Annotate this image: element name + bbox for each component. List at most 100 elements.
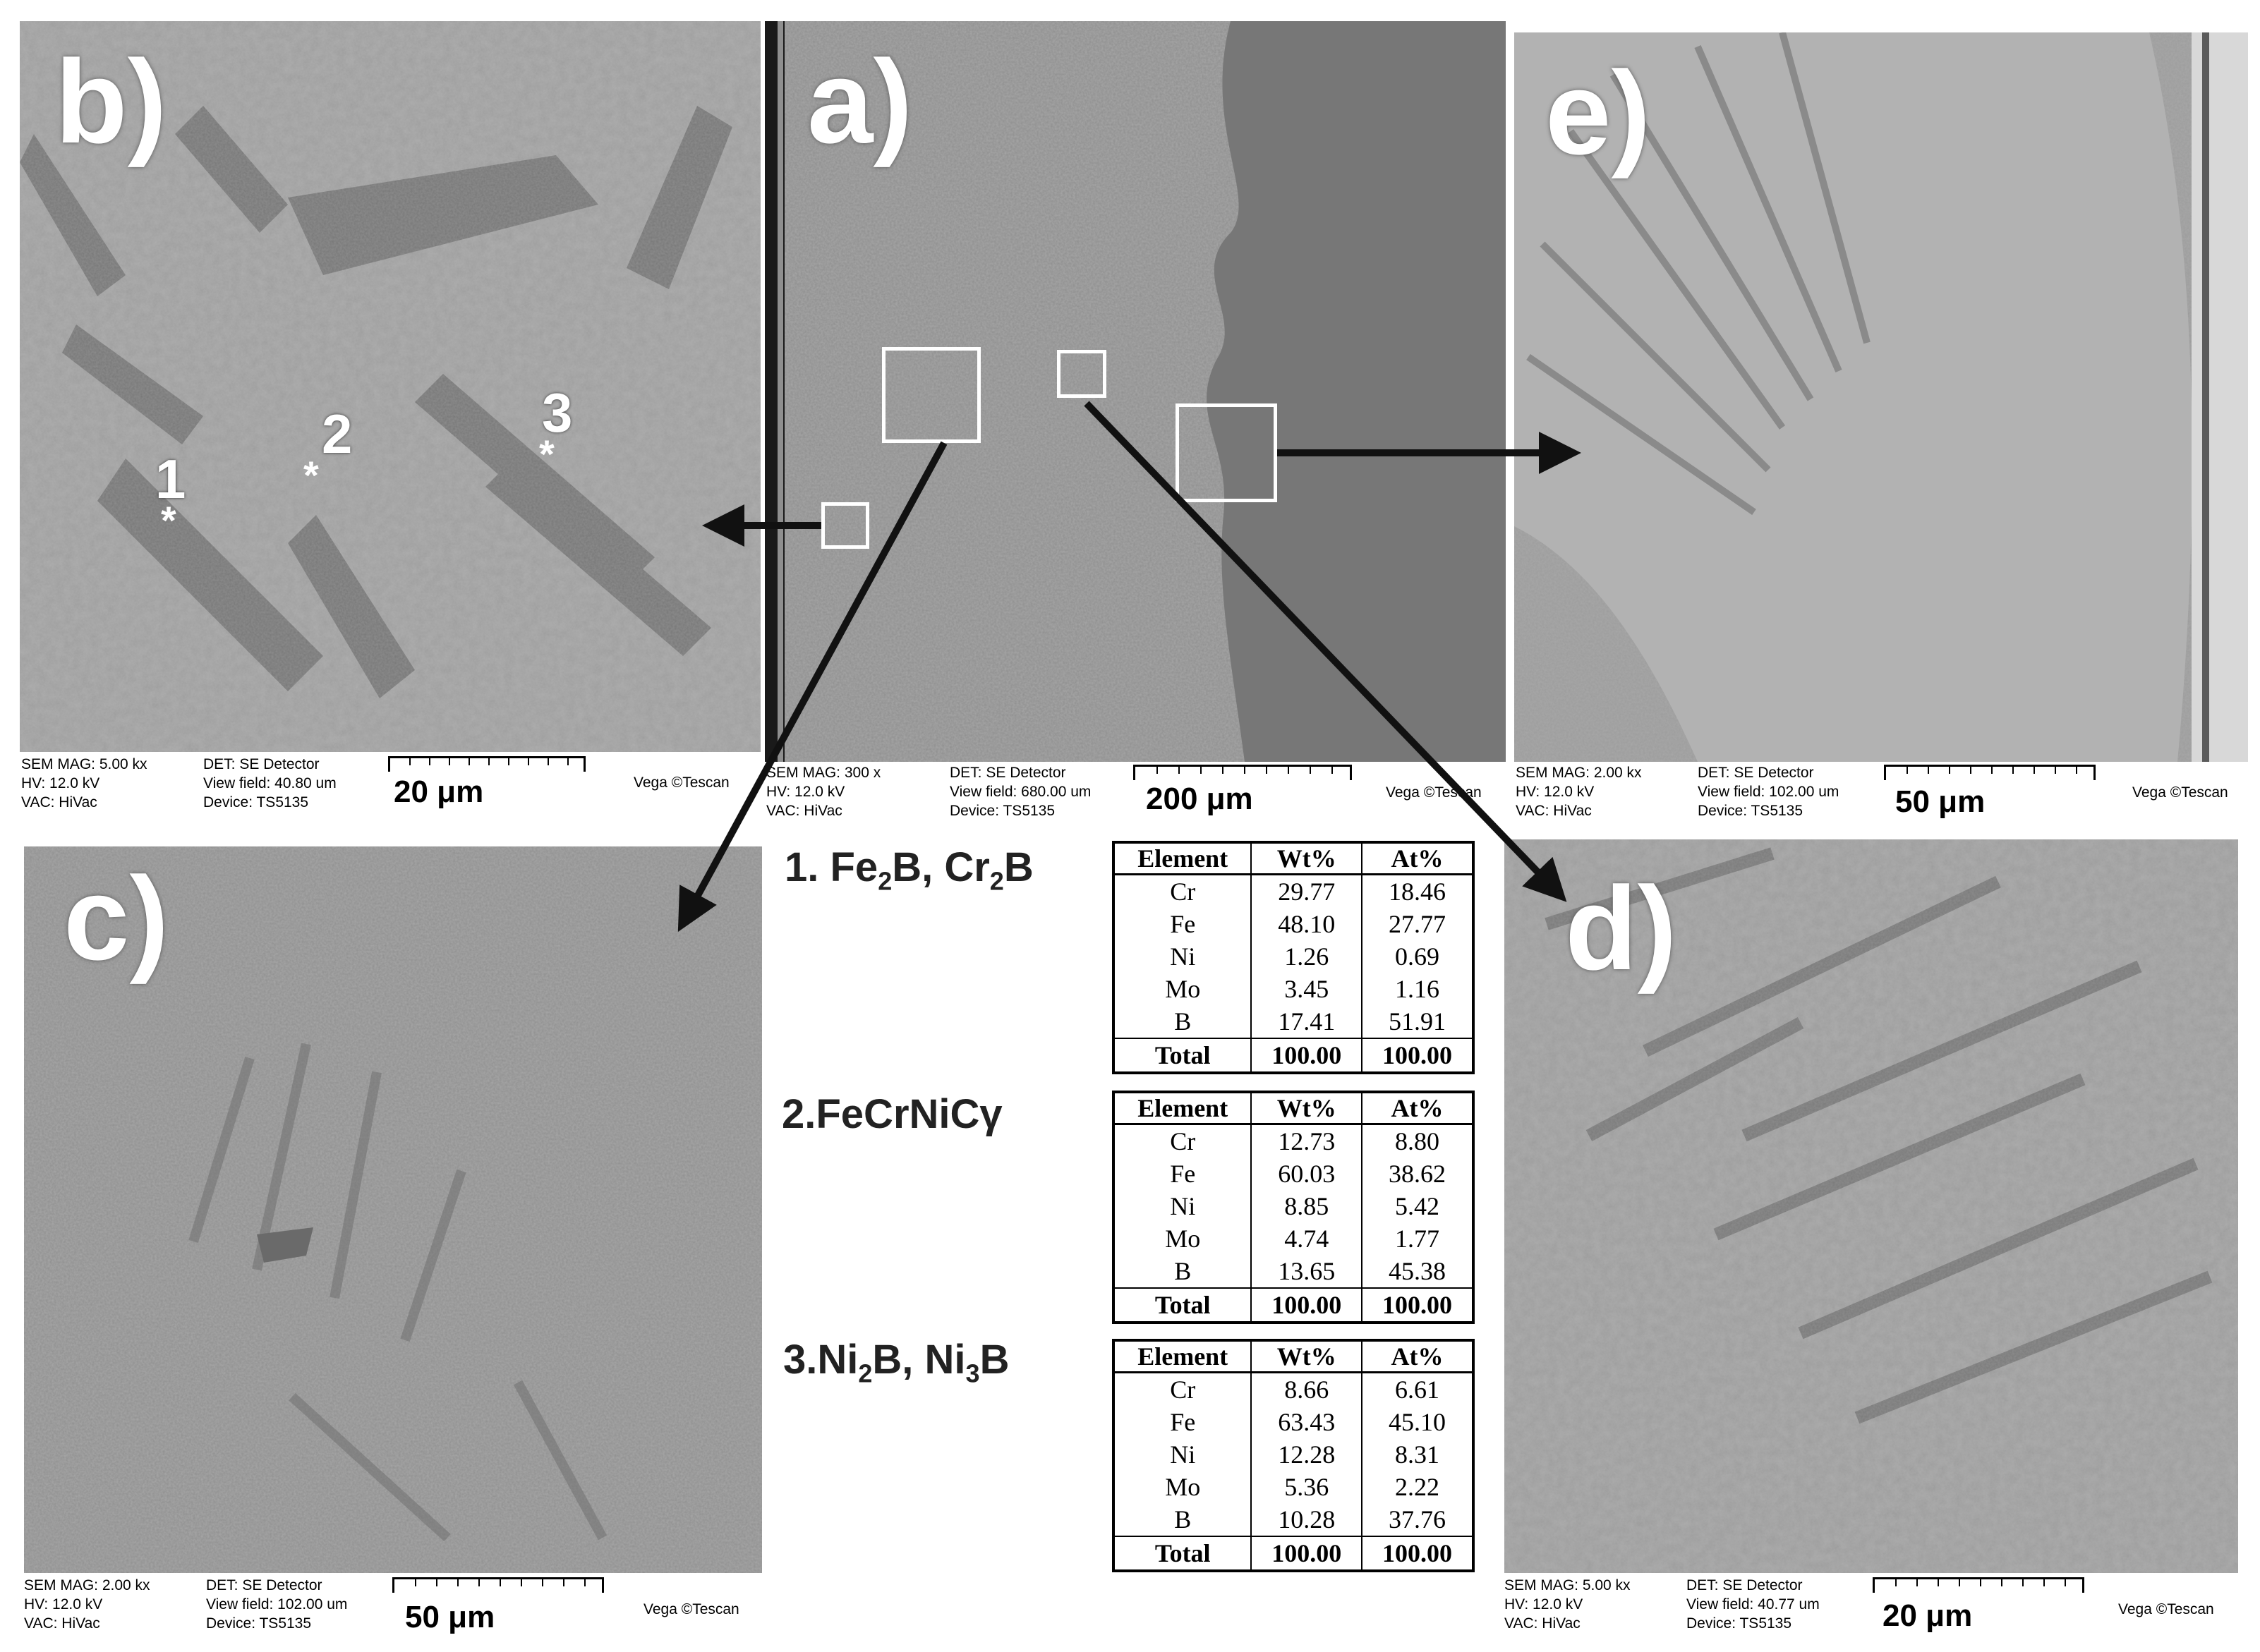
scale-tick bbox=[488, 758, 490, 765]
meta-mag: SEM MAG: 5.00 kx bbox=[1504, 1577, 1631, 1593]
table-cell: Mo bbox=[1112, 1222, 1252, 1255]
meta-det: DET: SE Detector bbox=[950, 765, 1066, 781]
table-cell: 4.74 bbox=[1250, 1222, 1363, 1255]
scale-tick bbox=[563, 1579, 564, 1586]
column-header: Element bbox=[1112, 842, 1252, 875]
table-cell: 0.69 bbox=[1361, 940, 1474, 973]
table-cell: 100.00 bbox=[1250, 1287, 1363, 1323]
table-cell: Ni bbox=[1112, 940, 1252, 973]
column-header: At% bbox=[1361, 842, 1474, 875]
table-cell: Cr bbox=[1112, 874, 1252, 908]
scale-bar-b bbox=[388, 756, 586, 772]
panel-b: b) 1 * 2 * 3 * bbox=[20, 21, 761, 752]
scale-tick bbox=[500, 1579, 501, 1586]
scale-tick bbox=[542, 1579, 543, 1586]
sem-meta-d: SEM MAG: 5.00 kx HV: 12.0 kV VAC: HiVac bbox=[1504, 1576, 1631, 1633]
table-cell: 10.28 bbox=[1250, 1503, 1363, 1536]
panel-label-c: c) bbox=[64, 852, 169, 985]
scale-bar-a bbox=[1133, 765, 1352, 780]
panel-e: e) bbox=[1514, 32, 2248, 762]
phase-subscript: 2 bbox=[858, 1359, 873, 1388]
table-cell: 60.03 bbox=[1250, 1158, 1363, 1190]
sem-meta2-d: DET: SE Detector View field: 40.77 um De… bbox=[1686, 1576, 1820, 1633]
table-cell: Mo bbox=[1112, 1471, 1252, 1503]
table-cell: 100.00 bbox=[1250, 1536, 1363, 1571]
table-cell: 3.45 bbox=[1250, 973, 1363, 1005]
table-cell: Cr bbox=[1112, 1372, 1252, 1406]
table-cell: 8.80 bbox=[1361, 1124, 1474, 1158]
meta-mag: SEM MAG: 2.00 kx bbox=[1516, 765, 1642, 781]
meta-mag: SEM MAG: 5.00 kx bbox=[21, 756, 147, 772]
sem-image-a bbox=[765, 21, 1506, 762]
phase-label-2: 2.FeCrNiCγ bbox=[782, 1091, 1003, 1138]
phase-text: B, Cr bbox=[892, 844, 990, 890]
vendor-c: Vega ©Tescan bbox=[643, 1601, 739, 1617]
info-strip-d: SEM MAG: 5.00 kx HV: 12.0 kV VAC: HiVac … bbox=[1504, 1573, 2238, 1649]
scale-tick bbox=[1916, 1579, 1918, 1586]
column-header: Element bbox=[1112, 1340, 1252, 1373]
table-cell: 6.61 bbox=[1361, 1372, 1474, 1406]
scale-tick bbox=[1288, 767, 1289, 774]
scale-tick bbox=[478, 1579, 480, 1586]
sem-meta-e: SEM MAG: 2.00 kx HV: 12.0 kV VAC: HiVac bbox=[1516, 763, 1642, 820]
phase-text: Fe bbox=[830, 844, 878, 890]
table-cell: Ni bbox=[1112, 1190, 1252, 1222]
scale-tick bbox=[1895, 1579, 1897, 1586]
point-marker-3: * bbox=[539, 432, 555, 476]
table-cell: 29.77 bbox=[1250, 874, 1363, 908]
scale-tick bbox=[2055, 767, 2056, 774]
scale-tick bbox=[1991, 767, 1993, 774]
table-cell: Fe bbox=[1112, 1158, 1252, 1190]
sem-meta-b: SEM MAG: 5.00 kx HV: 12.0 kV VAC: HiVac bbox=[21, 755, 147, 812]
sem-image-d bbox=[1504, 839, 2238, 1573]
table-cell: B bbox=[1112, 1503, 1252, 1536]
scale-tick bbox=[1959, 1579, 1960, 1586]
scale-tick bbox=[1200, 767, 1202, 774]
sem-meta2-c: DET: SE Detector View field: 102.00 um D… bbox=[206, 1576, 347, 1633]
scale-tick bbox=[1970, 767, 1971, 774]
table-cell: B bbox=[1112, 1005, 1252, 1038]
scale-tick bbox=[415, 1579, 416, 1586]
meta-vac: VAC: HiVac bbox=[24, 1615, 100, 1632]
sem-meta2-e: DET: SE Detector View field: 102.00 um D… bbox=[1698, 763, 1839, 820]
sem-image-c bbox=[24, 846, 762, 1573]
arrow-to-d bbox=[1084, 401, 1567, 902]
info-strip-c: SEM MAG: 2.00 kx HV: 12.0 kV VAC: HiVac … bbox=[24, 1573, 762, 1649]
table-cell: Total bbox=[1112, 1536, 1252, 1571]
scale-text-e: 50 μm bbox=[1895, 784, 1986, 819]
scale-bar-c bbox=[392, 1577, 604, 1593]
point-label-2: 2 bbox=[322, 403, 353, 465]
meta-det: DET: SE Detector bbox=[1686, 1577, 1803, 1593]
scale-tick bbox=[1331, 767, 1333, 774]
column-header: At% bbox=[1361, 1340, 1474, 1373]
meta-det: DET: SE Detector bbox=[206, 1577, 322, 1593]
scale-text-c: 50 μm bbox=[405, 1600, 495, 1634]
scale-tick bbox=[436, 1579, 437, 1586]
table-cell: 17.41 bbox=[1250, 1005, 1363, 1038]
table-cell: Mo bbox=[1112, 973, 1252, 1005]
table-cell: Total bbox=[1112, 1287, 1252, 1323]
phase-text: B bbox=[1003, 844, 1034, 890]
phase-label-3: 3.Ni2B, Ni3B bbox=[783, 1336, 1009, 1389]
meta-field: View field: 40.77 um bbox=[1686, 1596, 1820, 1612]
meta-device: Device: TS5135 bbox=[203, 794, 309, 810]
table-cell: 100.00 bbox=[1361, 1536, 1474, 1571]
panel-c: c) bbox=[24, 846, 762, 1573]
table-cell: 18.46 bbox=[1361, 874, 1474, 908]
scale-tick bbox=[1928, 767, 1929, 774]
phase-subscript: 3 bbox=[965, 1359, 980, 1388]
scale-tick bbox=[1980, 1579, 1981, 1586]
phase-number: 1. bbox=[785, 844, 830, 890]
table-cell: 1.77 bbox=[1361, 1222, 1474, 1255]
panel-d: d) bbox=[1504, 839, 2238, 1573]
meta-hv: HV: 12.0 kV bbox=[1516, 784, 1595, 800]
